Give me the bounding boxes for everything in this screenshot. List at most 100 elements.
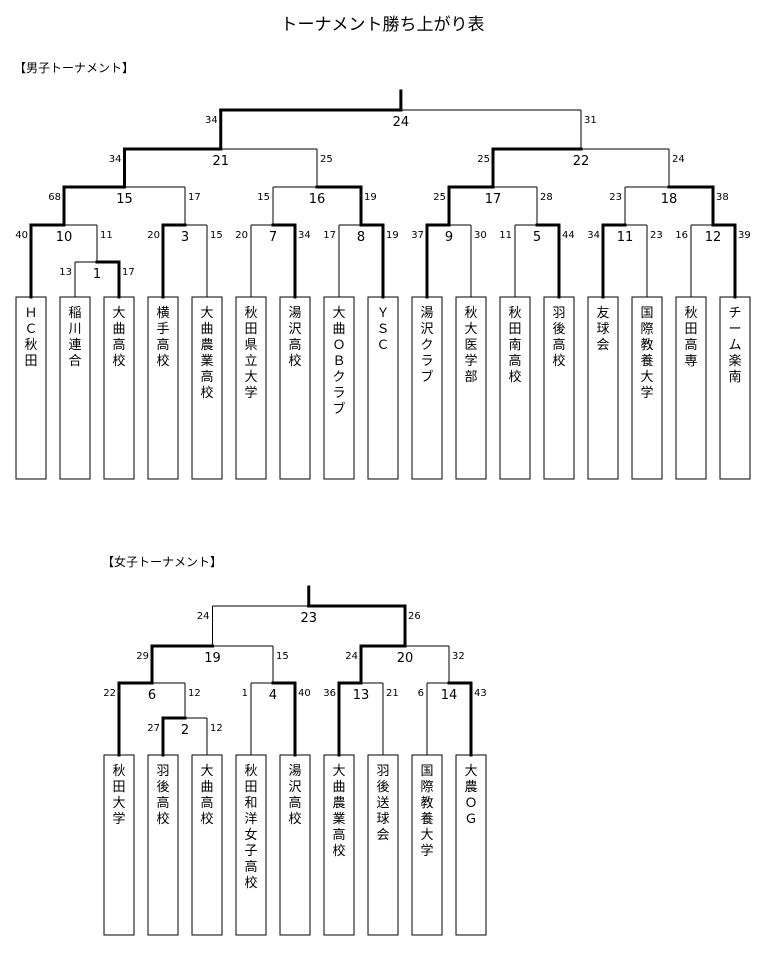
right-score: 25 <box>320 154 333 165</box>
left-score: 23 <box>609 192 622 203</box>
team-entry: ＹＳＣ <box>367 296 399 480</box>
team-name: 羽後高校 <box>552 306 565 369</box>
team-entry: 羽後送球会 <box>367 754 399 936</box>
team-name: 秋大医学部 <box>464 306 477 385</box>
team-box <box>235 754 267 936</box>
left-score: 37 <box>411 230 424 241</box>
team-box <box>191 754 223 936</box>
team-name: 大曲ＯＢクラブ <box>332 306 345 417</box>
team-name: 大曲農業高校 <box>332 764 345 859</box>
left-score: 68 <box>48 192 61 203</box>
right-score: 21 <box>386 688 399 699</box>
match-number: 8 <box>357 230 365 245</box>
right-score: 19 <box>386 230 399 241</box>
team-entry: 大曲高校 <box>191 754 223 936</box>
right-score: 17 <box>188 192 201 203</box>
right-score: 15 <box>210 230 223 241</box>
team-entry: 秋大医学部 <box>455 296 487 480</box>
match-number: 19 <box>204 651 221 666</box>
team-name: 湯沢高校 <box>288 306 301 369</box>
left-score: 16 <box>675 230 688 241</box>
left-score: 15 <box>257 192 270 203</box>
match-number: 14 <box>441 688 458 703</box>
match-number: 6 <box>148 688 156 703</box>
left-score: 40 <box>15 230 28 241</box>
team-entry: 大曲農業高校 <box>191 296 223 480</box>
left-score: 1 <box>242 688 248 699</box>
right-score: 19 <box>364 192 377 203</box>
women-section-label: 【女子トーナメント】 <box>102 555 223 569</box>
team-box <box>147 754 179 936</box>
left-score: 34 <box>587 230 600 241</box>
left-score: 20 <box>235 230 248 241</box>
team-name: 国際教養大学 <box>640 306 653 401</box>
match-number: 24 <box>393 115 410 130</box>
team-entry: 秋田県立大学 <box>235 296 267 480</box>
team-entry: 大曲農業高校 <box>323 754 355 936</box>
left-score: 36 <box>323 688 336 699</box>
match-number: 18 <box>661 192 678 207</box>
team-entry: 羽後高校 <box>147 754 179 936</box>
page-title: トーナメント勝ち上がり表 <box>280 15 485 35</box>
match-number: 16 <box>309 192 326 207</box>
men-section-label: 【男子トーナメント】 <box>14 61 135 75</box>
team-name: 大曲高校 <box>112 306 125 369</box>
right-score: 15 <box>276 651 289 662</box>
right-score: 28 <box>540 192 553 203</box>
right-score: 43 <box>474 688 487 699</box>
left-score: 25 <box>477 154 490 165</box>
right-score: 11 <box>100 230 113 241</box>
team-name: 羽後高校 <box>156 764 169 827</box>
match-number: 13 <box>353 688 370 703</box>
team-box <box>411 296 443 480</box>
team-entry: 湯沢高校 <box>279 754 311 936</box>
left-score: 11 <box>499 230 512 241</box>
team-box <box>675 296 707 480</box>
left-score: 13 <box>59 267 72 278</box>
team-box <box>279 754 311 936</box>
match-number: 9 <box>445 230 453 245</box>
team-entry: 横手高校 <box>147 296 179 480</box>
match-number: 10 <box>56 230 73 245</box>
team-name: 秋田高専 <box>684 306 697 369</box>
match-number: 11 <box>617 230 634 245</box>
left-score: 34 <box>109 154 122 165</box>
right-score: 31 <box>584 115 597 126</box>
team-box <box>279 296 311 480</box>
right-score: 12 <box>210 723 223 734</box>
left-score: 34 <box>205 115 218 126</box>
left-score: 29 <box>136 651 149 662</box>
match-number: 7 <box>269 230 277 245</box>
team-entry: 稲川連合 <box>59 296 91 480</box>
team-box <box>543 296 575 480</box>
team-name: 秋田南高校 <box>508 306 521 385</box>
team-name: 稲川連合 <box>68 306 81 369</box>
team-entry: 大曲高校 <box>103 296 135 480</box>
right-score: 38 <box>716 192 729 203</box>
team-entry: 羽後高校 <box>543 296 575 480</box>
left-score: 24 <box>197 611 210 622</box>
right-score: 39 <box>738 230 751 241</box>
right-score: 30 <box>474 230 487 241</box>
match-number: 22 <box>573 154 590 169</box>
team-name: 横手高校 <box>156 306 169 369</box>
match-number: 15 <box>116 192 133 207</box>
team-box <box>103 754 135 936</box>
right-score: 26 <box>408 611 421 622</box>
team-entry: 湯沢クラブ <box>411 296 443 480</box>
right-score: 12 <box>188 688 201 699</box>
match-number: 17 <box>485 192 502 207</box>
team-entry: 秋田高専 <box>675 296 707 480</box>
team-box <box>631 296 663 480</box>
match-number: 5 <box>533 230 541 245</box>
right-score: 17 <box>122 267 135 278</box>
team-entry: 国際教養大学 <box>411 754 443 936</box>
match-number: 20 <box>397 651 414 666</box>
team-entry: チーム楽南 <box>719 296 751 480</box>
right-score: 34 <box>298 230 311 241</box>
match-number: 2 <box>181 723 189 738</box>
team-entry: 秋田南高校 <box>499 296 531 480</box>
match-number: 21 <box>212 154 229 169</box>
team-name: チーム楽南 <box>728 306 741 385</box>
match-number: 4 <box>269 688 277 703</box>
